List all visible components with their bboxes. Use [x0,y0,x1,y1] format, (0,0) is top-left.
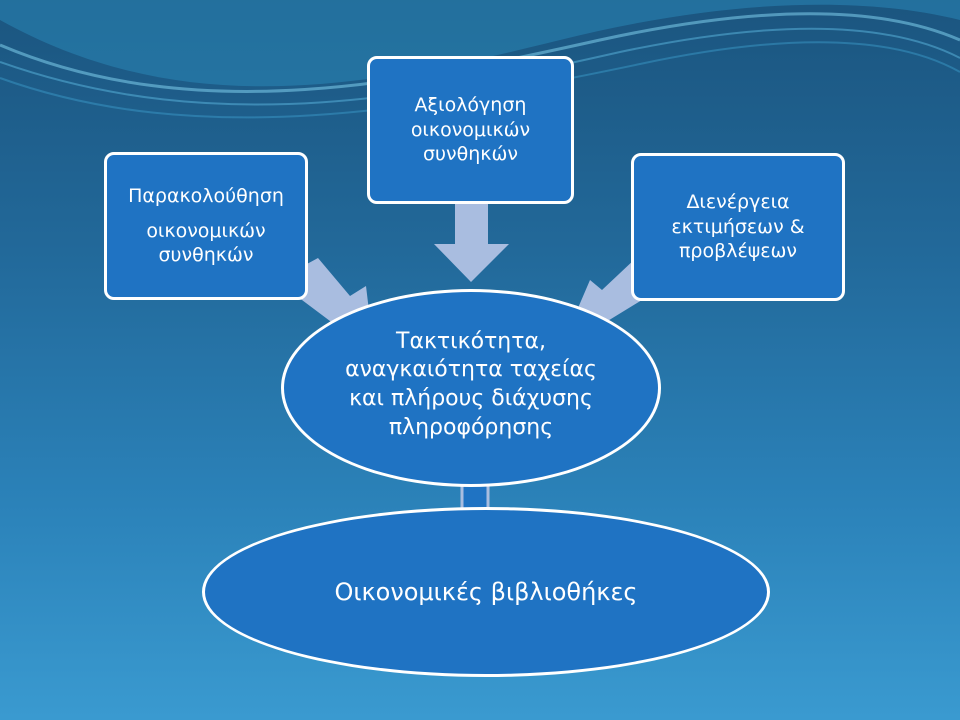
node-center-line3: και πλήρους διάχυσης [349,386,593,411]
node-libraries-label: Οικονομικές βιβλιοθήκες [334,578,638,606]
node-evaluation-line3: συνθηκών [422,143,519,166]
node-center-text: Τακτικότητα, αναγκαιότητα ταχείας και πλ… [345,328,597,442]
node-libraries: Οικονομικές βιβλιοθήκες [202,507,770,677]
node-monitoring: Παρακολούθηση οικονομικών συνθηκών [104,152,308,300]
node-center-line2: αναγκαιότητα ταχείας [345,357,597,383]
node-center-line1: Τακτικότητα, [396,328,546,354]
node-monitoring-line2: οικονομικών [146,219,266,242]
node-estimates-line2: εκτιμήσεων & [671,215,805,238]
node-evaluation-line1: Αξιολόγηση [414,93,527,116]
node-estimates-line1: Διενέργεια [686,190,790,213]
node-evaluation: Αξιολόγηση οικονομικών συνθηκών [367,56,574,204]
node-monitoring-line3: συνθηκών [158,244,254,267]
node-center: Τακτικότητα, αναγκαιότητα ταχείας και πλ… [281,289,661,487]
node-evaluation-line2: οικονομικών [410,118,531,141]
node-center-line4: πληροφόρησης [388,414,554,440]
arrow-top-to-center [434,204,509,282]
node-estimates: Διενέργεια εκτιμήσεων & προβλέψεων [631,153,845,301]
node-estimates-line3: προβλέψεων [678,240,798,263]
node-monitoring-line1: Παρακολούθηση [128,184,284,207]
